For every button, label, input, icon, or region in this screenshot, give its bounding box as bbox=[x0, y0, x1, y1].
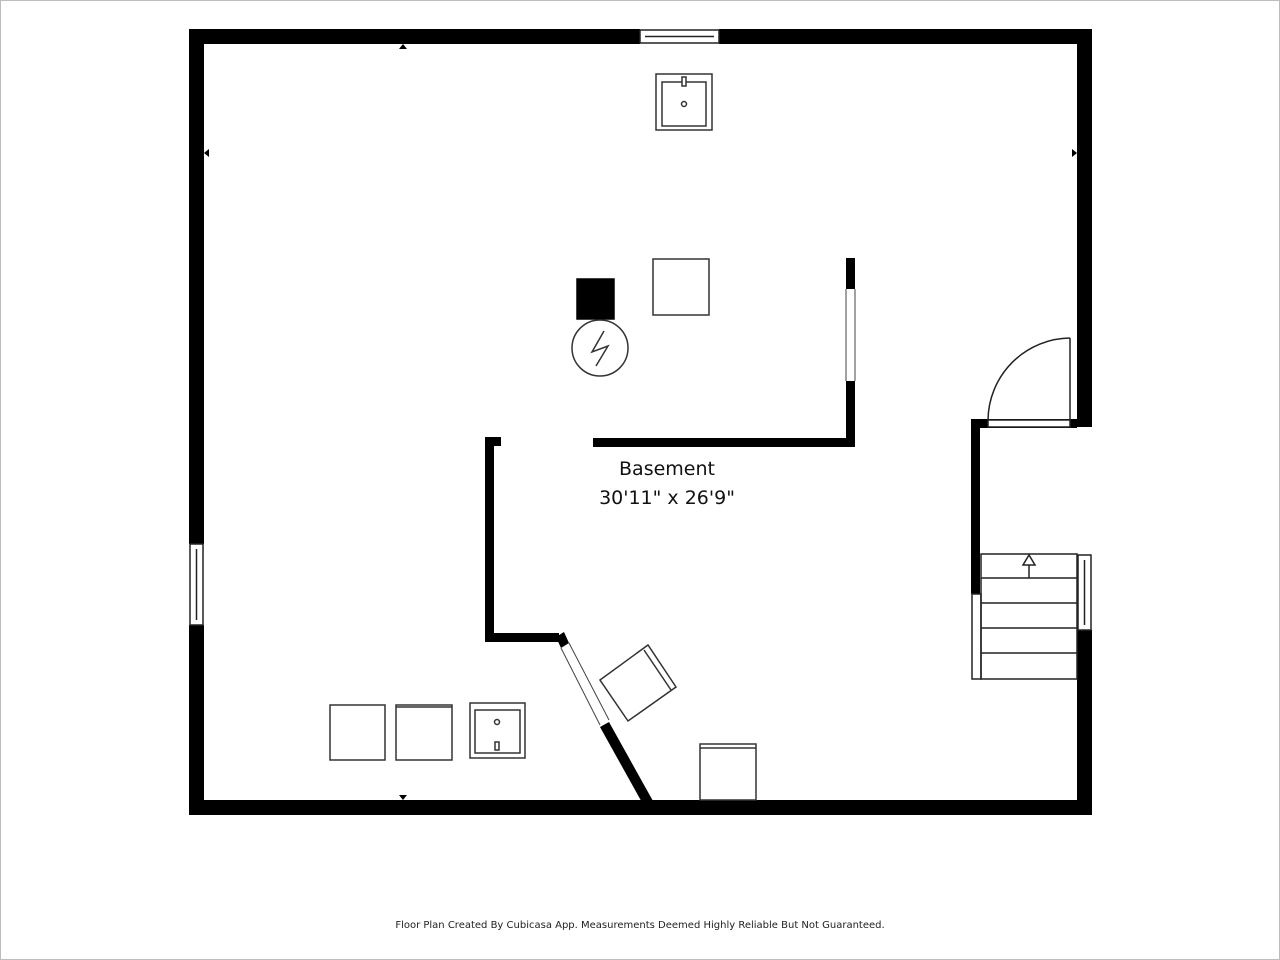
utility-room-wall-east-bottom bbox=[846, 381, 855, 447]
utility-room-wall-east-top bbox=[846, 258, 855, 289]
room-name-label: Basement bbox=[619, 458, 715, 480]
openings bbox=[560, 289, 856, 726]
exterior-walls bbox=[189, 29, 1092, 815]
east-wall-lower bbox=[1077, 630, 1092, 815]
tilted-appliance bbox=[598, 643, 678, 723]
west-wall-lower bbox=[189, 625, 204, 815]
east-wall-upper bbox=[1077, 29, 1092, 427]
north-wall-right bbox=[719, 29, 1092, 44]
diagonal-opening-b bbox=[568, 642, 610, 721]
furnace bbox=[571, 319, 629, 377]
tick-top bbox=[399, 44, 407, 49]
interior-walls bbox=[485, 258, 1077, 815]
fixtures bbox=[329, 73, 757, 801]
east-window bbox=[1077, 554, 1092, 631]
footer-disclaimer: Floor Plan Created By Cubicasa App. Meas… bbox=[395, 920, 885, 931]
west-wall-upper bbox=[189, 29, 204, 544]
door-threshold bbox=[987, 419, 1071, 428]
stair-side-rail bbox=[971, 593, 982, 680]
windows bbox=[189, 29, 1092, 631]
partition-horizontal bbox=[485, 633, 559, 642]
staircase bbox=[971, 553, 1078, 680]
dryer bbox=[395, 704, 453, 761]
door-swing-arc bbox=[987, 337, 1071, 421]
stair-direction-arrow bbox=[1021, 553, 1037, 566]
stair-enclosure-wall bbox=[971, 419, 980, 594]
stair-door bbox=[987, 337, 1071, 428]
partition-vertical bbox=[485, 437, 494, 642]
laundry-sink bbox=[469, 702, 526, 759]
partition-diagonal-upper bbox=[556, 632, 569, 648]
dimension-ticks bbox=[204, 44, 1077, 800]
water-heater-box bbox=[576, 278, 615, 320]
tick-right bbox=[1072, 149, 1077, 157]
tick-left bbox=[204, 149, 209, 157]
north-window bbox=[639, 29, 720, 44]
appliance-square bbox=[652, 258, 710, 316]
utility-sink-top bbox=[655, 73, 713, 131]
west-window bbox=[189, 543, 204, 626]
diagonal-opening-a bbox=[560, 647, 601, 726]
utility-room-wall-south bbox=[593, 438, 855, 447]
washer bbox=[329, 704, 386, 761]
south-wall bbox=[189, 800, 1092, 815]
tick-bottom bbox=[399, 795, 407, 800]
bottom-cabinet bbox=[699, 743, 757, 801]
room-dimensions-label: 30'11" x 26'9" bbox=[599, 487, 735, 509]
north-wall-left bbox=[189, 29, 640, 44]
partition-diagonal-lower bbox=[600, 722, 658, 815]
